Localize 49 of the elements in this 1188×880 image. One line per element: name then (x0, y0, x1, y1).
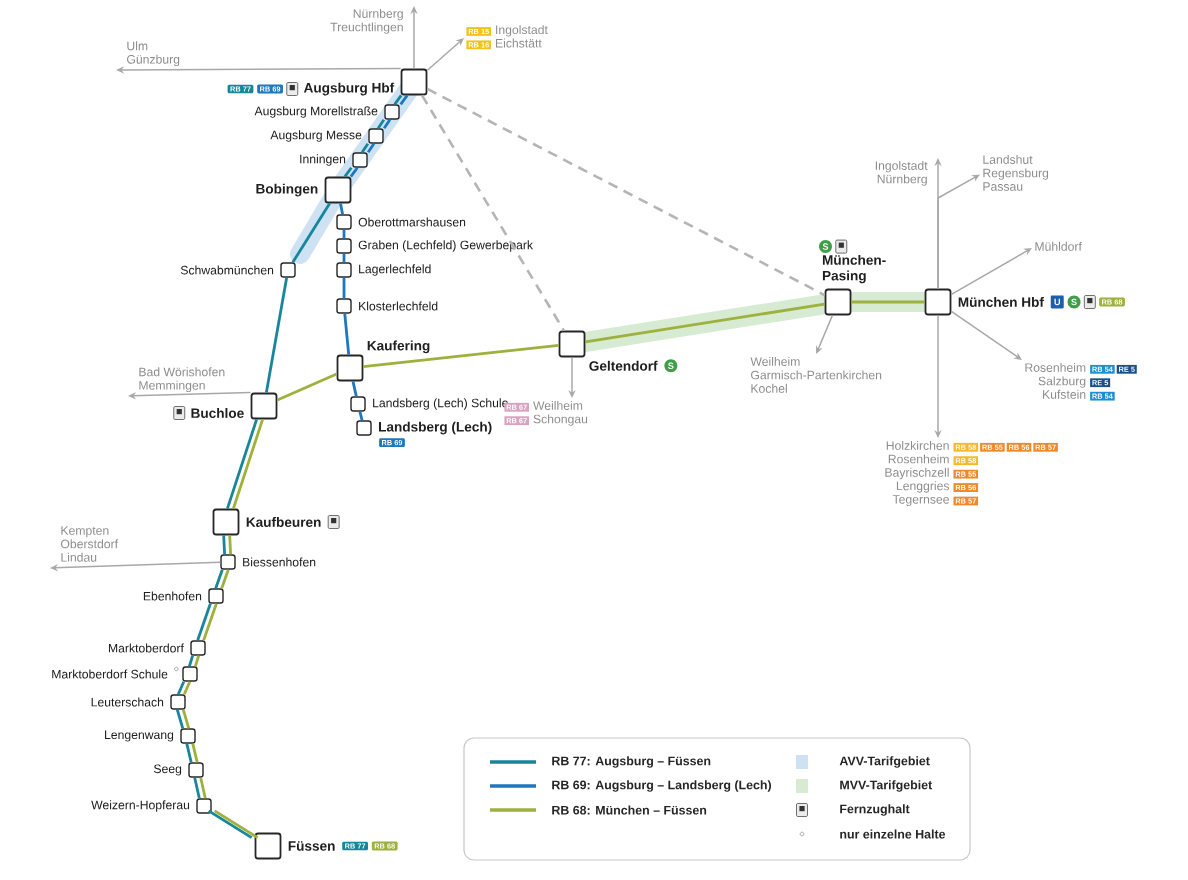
route-line (342, 277, 346, 299)
route-line (199, 777, 207, 799)
dashed-line (426, 87, 826, 297)
route-line (191, 743, 199, 763)
route-line (226, 418, 258, 510)
route-line (220, 569, 230, 589)
arrow (950, 248, 1032, 296)
route-line (342, 229, 346, 239)
route-line (265, 277, 288, 393)
route-line (363, 344, 559, 368)
route-line (232, 418, 264, 510)
route-line (213, 809, 259, 839)
arrow (128, 391, 252, 400)
route-line (181, 709, 191, 729)
route-line (399, 94, 409, 106)
route-line (222, 535, 226, 555)
route-line (291, 202, 331, 264)
route-line (360, 142, 370, 154)
route-line (382, 118, 392, 130)
route-line (188, 655, 194, 667)
route-line (585, 302, 825, 344)
arrow (950, 310, 1022, 360)
route-line (175, 709, 185, 729)
route-line (202, 603, 218, 641)
route-line (228, 535, 232, 555)
route-line (194, 655, 200, 667)
route-line (276, 372, 338, 402)
arrow (937, 174, 980, 290)
route-line (351, 381, 358, 397)
route-line (207, 809, 253, 839)
dashed-line (420, 94, 566, 332)
route-line (343, 166, 353, 178)
route-line (193, 777, 201, 799)
route-line (366, 142, 376, 154)
route-line (343, 313, 351, 355)
route-line (214, 569, 224, 589)
route-line (177, 681, 185, 695)
route-line (376, 118, 386, 130)
route-line (183, 681, 191, 695)
route-line (851, 300, 925, 304)
route-line (349, 166, 359, 178)
route-line (185, 743, 193, 763)
arrow (50, 561, 222, 572)
arrow (426, 38, 464, 71)
route-line (393, 94, 403, 106)
route-line (339, 203, 344, 215)
route-line (342, 253, 346, 263)
route-line (358, 411, 364, 421)
route-line (196, 603, 212, 641)
